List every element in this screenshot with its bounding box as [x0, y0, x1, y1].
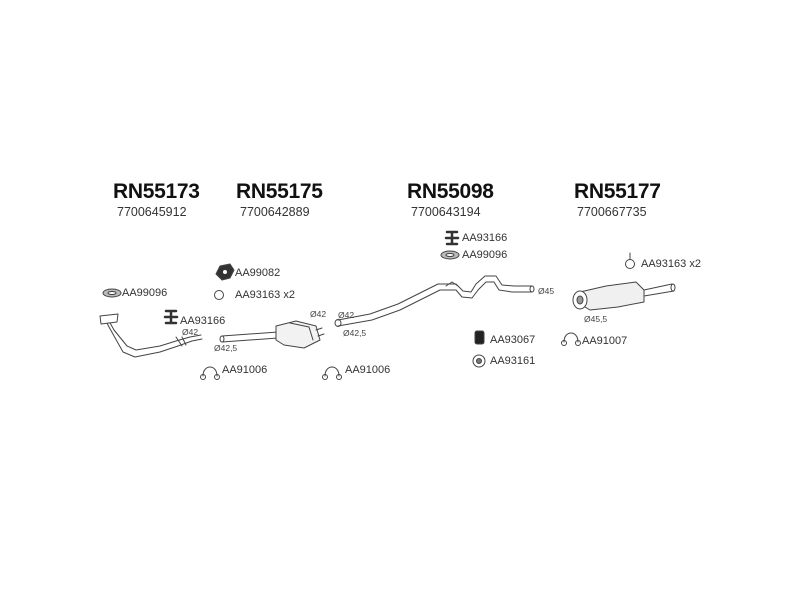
accessory-label: AA93166: [462, 232, 508, 244]
accessory-label: AA99082: [235, 267, 281, 279]
accessory-label: AA93166: [180, 315, 226, 327]
clamp-icon: [561, 332, 581, 346]
rubber-ring-icon: [102, 288, 122, 298]
oe-number: 7700667735: [577, 205, 647, 219]
clamp-icon: [200, 366, 220, 380]
part-number: RN55098: [407, 180, 494, 203]
part-number: RN55175: [236, 180, 323, 203]
ring-icon: [214, 290, 224, 300]
diameter-label: Ø45,5: [584, 314, 608, 324]
accessory-label: AA93163 x2: [641, 258, 701, 270]
diameter-label: Ø42,5: [343, 328, 367, 338]
accessory-label: AA91006: [345, 364, 391, 376]
rubber-mount-icon: [472, 354, 486, 368]
accessory-label: AA91007: [582, 335, 628, 347]
diameter-label: Ø42: [310, 309, 327, 319]
center-muffler: [219, 320, 325, 349]
diameter-label: Ø42: [338, 310, 355, 320]
rubber-ring-icon: [440, 250, 460, 260]
tail-pipe: [334, 275, 535, 327]
part-number: RN55173: [113, 180, 200, 203]
part-number: RN55177: [574, 180, 661, 203]
diameter-label: Ø42: [182, 327, 199, 337]
accessory-label: AA99096: [122, 287, 168, 299]
oe-number: 7700645912: [117, 205, 187, 219]
oe-number: 7700642889: [240, 205, 310, 219]
bracket-icon: [444, 230, 460, 246]
accessory-label: AA93067: [490, 334, 536, 346]
oe-number: 7700643194: [411, 205, 481, 219]
accessory-label: AA91006: [222, 364, 268, 376]
rubber-block-icon: [474, 330, 485, 345]
rear-silencer: [572, 281, 676, 311]
clamp-icon: [322, 366, 342, 380]
front-pipe: [99, 313, 203, 358]
ring-icon: [625, 252, 635, 269]
bracket-icon: [163, 309, 179, 325]
accessory-label: AA93163 x2: [235, 289, 295, 301]
accessory-label: AA93161: [490, 355, 536, 367]
accessory-label: AA99096: [462, 249, 508, 261]
clamp-bracket-icon: [215, 263, 235, 281]
diameter-label: Ø42,5: [214, 343, 238, 353]
diameter-label: Ø45: [538, 286, 555, 296]
